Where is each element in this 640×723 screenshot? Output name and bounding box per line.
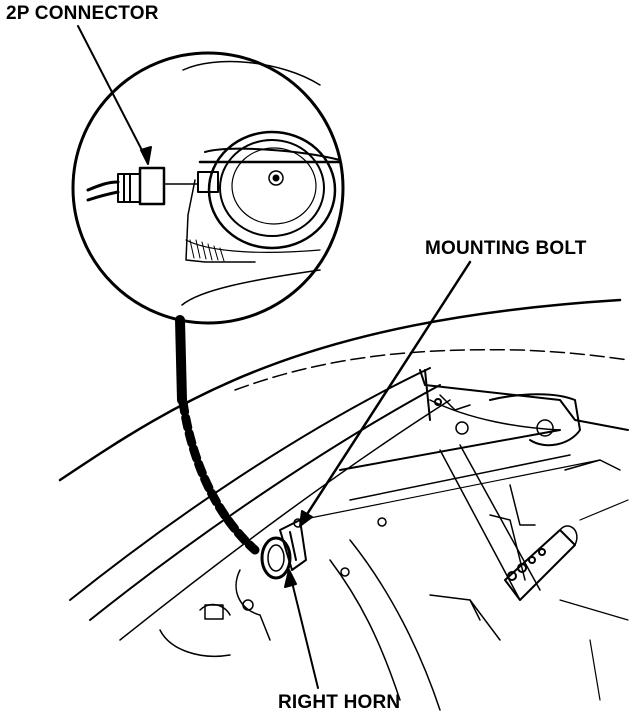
connector-label: 2P CONNECTOR [6,3,159,24]
leader-horn [284,569,319,689]
mounting-bolt-label: MOUNTING BOLT [425,238,587,259]
horn-disc-detail [197,130,337,250]
leader-connector [77,25,152,165]
leader-bolt [299,260,472,527]
vehicle-body [58,298,629,711]
detail-link [175,315,260,555]
horn-small [260,536,292,580]
horn-bracket [279,518,307,571]
cylinder-part [504,525,578,601]
connector-detail [86,166,199,206]
right-horn-label: RIGHT HORN [278,692,401,713]
detail-circle [71,51,345,325]
